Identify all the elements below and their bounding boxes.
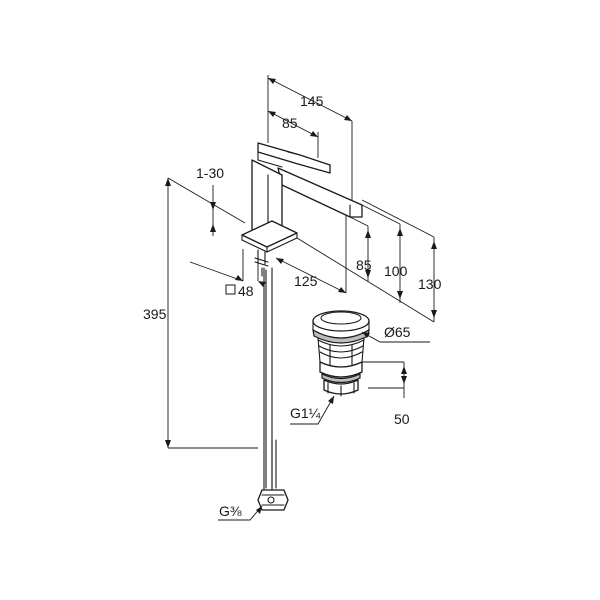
dim-body-length: 85	[282, 115, 298, 131]
square-symbol-icon	[225, 284, 236, 295]
waste-cap	[312, 310, 370, 332]
dim-spout-height: 85	[356, 257, 372, 273]
spout	[277, 167, 363, 218]
supply-fitting	[257, 489, 289, 511]
dimension-lines	[165, 75, 437, 521]
waste-valve	[312, 310, 370, 397]
dim-spout-length: 145	[300, 93, 324, 109]
dim-waste-thread: G1¼	[290, 405, 321, 421]
dim-waste-diameter: Ø65	[384, 324, 411, 340]
dim-waste-height: 50	[394, 411, 410, 427]
dim-total-length: 395	[143, 306, 167, 322]
dim-body-height: 100	[384, 263, 408, 279]
dim-projection: 125	[294, 273, 318, 289]
dim-total-height: 130	[418, 276, 442, 292]
base-plate	[241, 220, 298, 248]
faucet	[241, 142, 363, 511]
dim-square-size: 48	[238, 283, 254, 299]
dim-adjust: 1-30	[196, 165, 224, 181]
dim-supply-thread: G⅜	[219, 503, 242, 519]
